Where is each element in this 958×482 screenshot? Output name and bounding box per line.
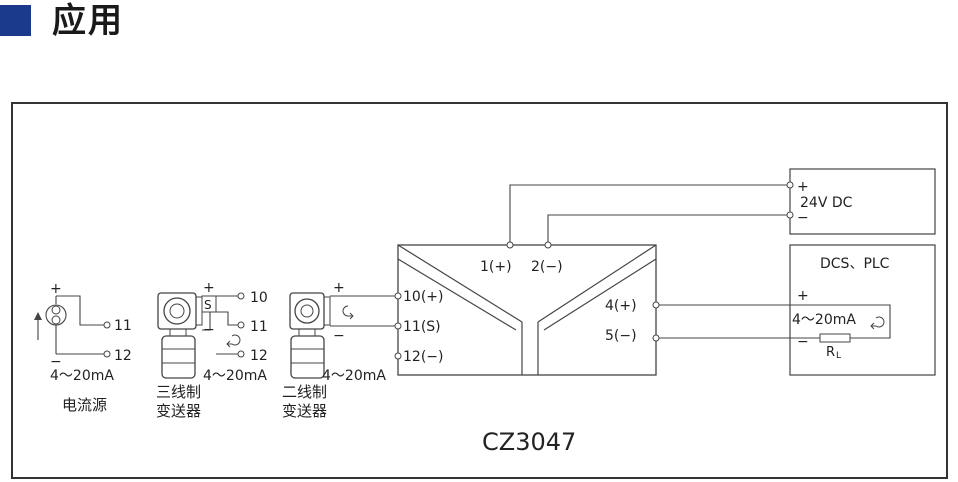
two-wire-name-line1: 二线制 (282, 383, 327, 401)
two-wire-transmitter: + − 4～20mA 二线制 变送器 (282, 280, 395, 420)
terminal-12-node (394, 352, 402, 360)
current-source-signal: 4～20mA (50, 368, 114, 384)
dcs-minus-label: − (797, 334, 809, 350)
terminal-10-label: 10(+) (403, 289, 443, 305)
model-label: CZ3047 (482, 428, 576, 456)
terminal-1-node (506, 241, 514, 249)
power-minus-node (786, 211, 794, 219)
two-wire-name-line2: 变送器 (282, 402, 327, 420)
power-supply-label: 24V DC (800, 195, 853, 211)
dcs-signal-label: 4～20mA (792, 312, 856, 328)
three-wire-t12: 12 (250, 348, 268, 364)
terminal-11-node (394, 322, 402, 330)
terminal-4-label: 4(+) (605, 298, 637, 314)
three-wire-s: S (204, 298, 212, 312)
terminal-2-node (544, 241, 552, 249)
current-source-name: 电流源 (62, 396, 107, 414)
terminal-12-label: 12(−) (403, 349, 443, 365)
current-source-t11: 11 (114, 318, 132, 334)
power-plus-node (786, 181, 794, 189)
three-wire-transmitter-icon (161, 335, 196, 379)
page-title: 应用 (52, 1, 124, 41)
three-wire-plus: + (203, 280, 215, 296)
three-wire-t10: 10 (250, 290, 268, 306)
resistor-main-label: R (826, 345, 835, 360)
dcs-loop-arrow-icon (870, 316, 885, 330)
terminal-5-node (652, 334, 660, 342)
power-wires (509, 184, 790, 244)
three-wire-signal: 4～20mA (203, 368, 267, 384)
power-supply-box: + 24V DC − (789, 168, 936, 235)
module-cz3047: 1(+) 2(−) 4(+) 5(−) 10(+) 11(S) 12(−) (397, 244, 657, 376)
terminal-11-label: 11(S) (403, 319, 441, 335)
current-source: + 11 12 − 4～20mA 电流源 (34, 281, 132, 414)
load-resistor-icon (819, 333, 851, 343)
two-wire-loop-arrow-icon (342, 305, 354, 320)
terminal-10-node (394, 292, 402, 300)
three-wire-name-line1: 三线制 (156, 383, 201, 401)
two-wire-plus: + (333, 280, 345, 296)
current-source-t12: 12 (114, 348, 132, 364)
terminal-2-label: 2(−) (531, 259, 563, 275)
output-wires (656, 304, 891, 339)
diagram-frame (11, 102, 948, 479)
current-direction-arrow-icon (34, 312, 42, 320)
two-wire-transmitter-icon (290, 335, 325, 379)
three-wire-transmitter: S + − 10 11 12 4～20mA 三线制 变送器 (156, 280, 268, 420)
power-minus-label: − (797, 210, 809, 226)
dcs-plus-label: + (797, 288, 809, 304)
three-wire-minus: − (203, 322, 215, 338)
three-wire-t11: 11 (250, 319, 268, 335)
terminal-5-label: 5(−) (605, 328, 637, 344)
dcs-plc-box: DCS、PLC + 4～20mA − R L (789, 244, 936, 376)
two-wire-signal: 4～20mA (322, 368, 386, 384)
header-square-icon (0, 5, 31, 36)
three-wire-name-line2: 变送器 (156, 402, 201, 420)
dcs-plc-title: DCS、PLC (820, 256, 890, 272)
terminal-1-label: 1(+) (480, 259, 512, 275)
three-wire-loop-arrow-icon (226, 334, 241, 348)
current-source-minus: − (50, 354, 62, 370)
resistor-sub-label: L (836, 351, 841, 361)
current-source-icon (45, 304, 67, 326)
two-wire-minus: − (333, 328, 345, 344)
power-plus-label: + (797, 179, 809, 195)
terminal-4-node (652, 301, 660, 309)
current-source-plus: + (50, 281, 62, 297)
